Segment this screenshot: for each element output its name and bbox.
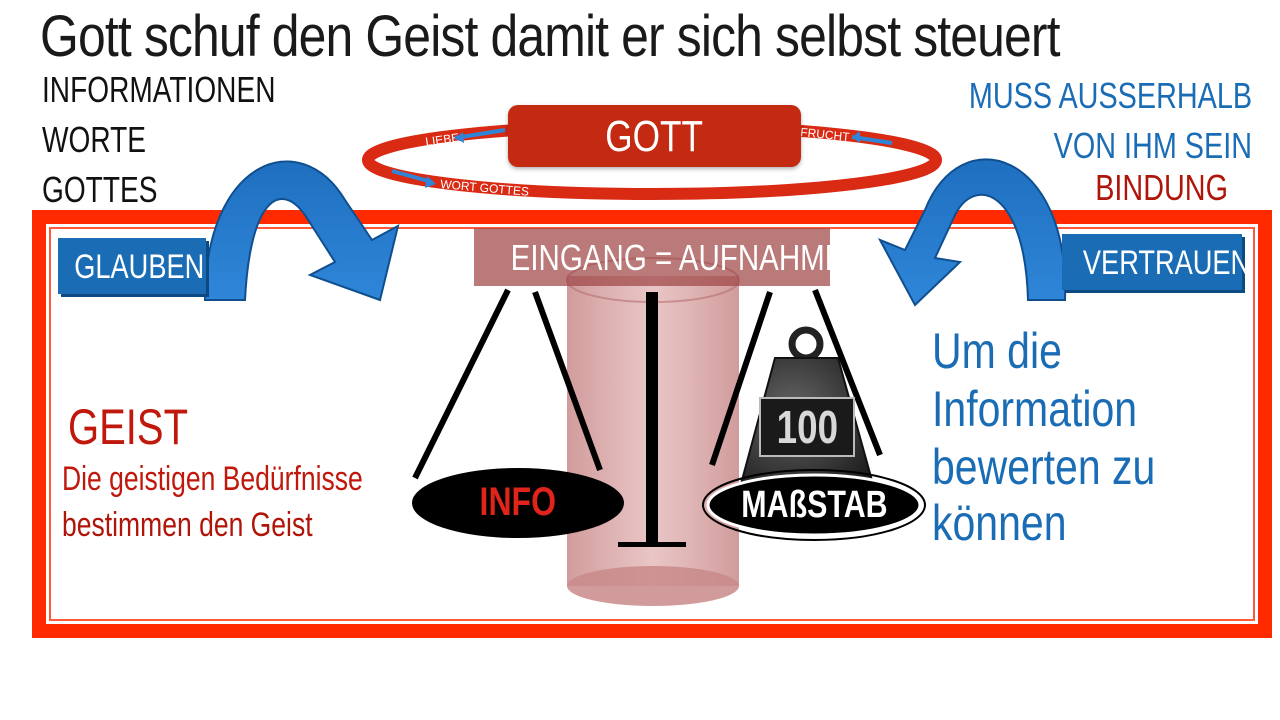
vertrauen-box: VERTRAUEN bbox=[1062, 234, 1251, 290]
geist-desc-line-2: bestimmen den Geist bbox=[62, 506, 313, 544]
vertrauen-label: VERTRAUEN bbox=[1082, 244, 1251, 282]
um-die-line-3: bewerten zu bbox=[932, 439, 1156, 495]
glauben-arrow bbox=[203, 160, 400, 302]
label-von-ihm-sein: VON IHM SEIN bbox=[1053, 125, 1252, 166]
geist-heading: GEIST bbox=[68, 399, 189, 455]
um-die-line-2: Information bbox=[932, 381, 1138, 437]
label-muss-ausserhalb: MUSS AUSSERHALB bbox=[968, 75, 1252, 116]
label-informationen: INFORMATIONEN bbox=[42, 69, 276, 110]
ring-label-wort-gottes: WORT GOTTES bbox=[440, 177, 530, 199]
page-title: Gott schuf den Geist damit er sich selbs… bbox=[40, 4, 1061, 69]
eingang-label: EINGANG = AUFNAHME bbox=[510, 237, 845, 278]
info-label: INFO bbox=[479, 480, 557, 524]
massstab-pan bbox=[706, 473, 922, 537]
vertrauen-arrow bbox=[877, 158, 1067, 307]
ring-label-liebe: LIEBE bbox=[424, 130, 460, 149]
weight-value: 100 bbox=[776, 401, 838, 453]
glauben-label: GLAUBEN bbox=[74, 248, 205, 286]
glauben-box: GLAUBEN bbox=[58, 238, 206, 294]
geist-desc-line-1: Die geistigen Bedürfnisse bbox=[62, 460, 363, 498]
ring-label-frucht: FRUCHT bbox=[800, 125, 851, 144]
massstab-label: MAßSTAB bbox=[740, 484, 888, 526]
label-gottes: GOTTES bbox=[42, 169, 158, 210]
label-worte: WORTE bbox=[42, 119, 147, 160]
info-pan bbox=[412, 468, 624, 538]
eingang-box: EINGANG = AUFNAHME bbox=[474, 228, 845, 286]
gott-box: GOTT bbox=[508, 105, 801, 167]
label-bindung: BINDUNG bbox=[1095, 167, 1228, 208]
weight-icon bbox=[736, 326, 878, 496]
scale-pole bbox=[618, 292, 686, 547]
scale-strings bbox=[412, 288, 883, 480]
um-die-line-1: Um die bbox=[932, 323, 1062, 379]
um-die-line-4: können bbox=[932, 495, 1067, 551]
gott-label: GOTT bbox=[605, 112, 704, 161]
